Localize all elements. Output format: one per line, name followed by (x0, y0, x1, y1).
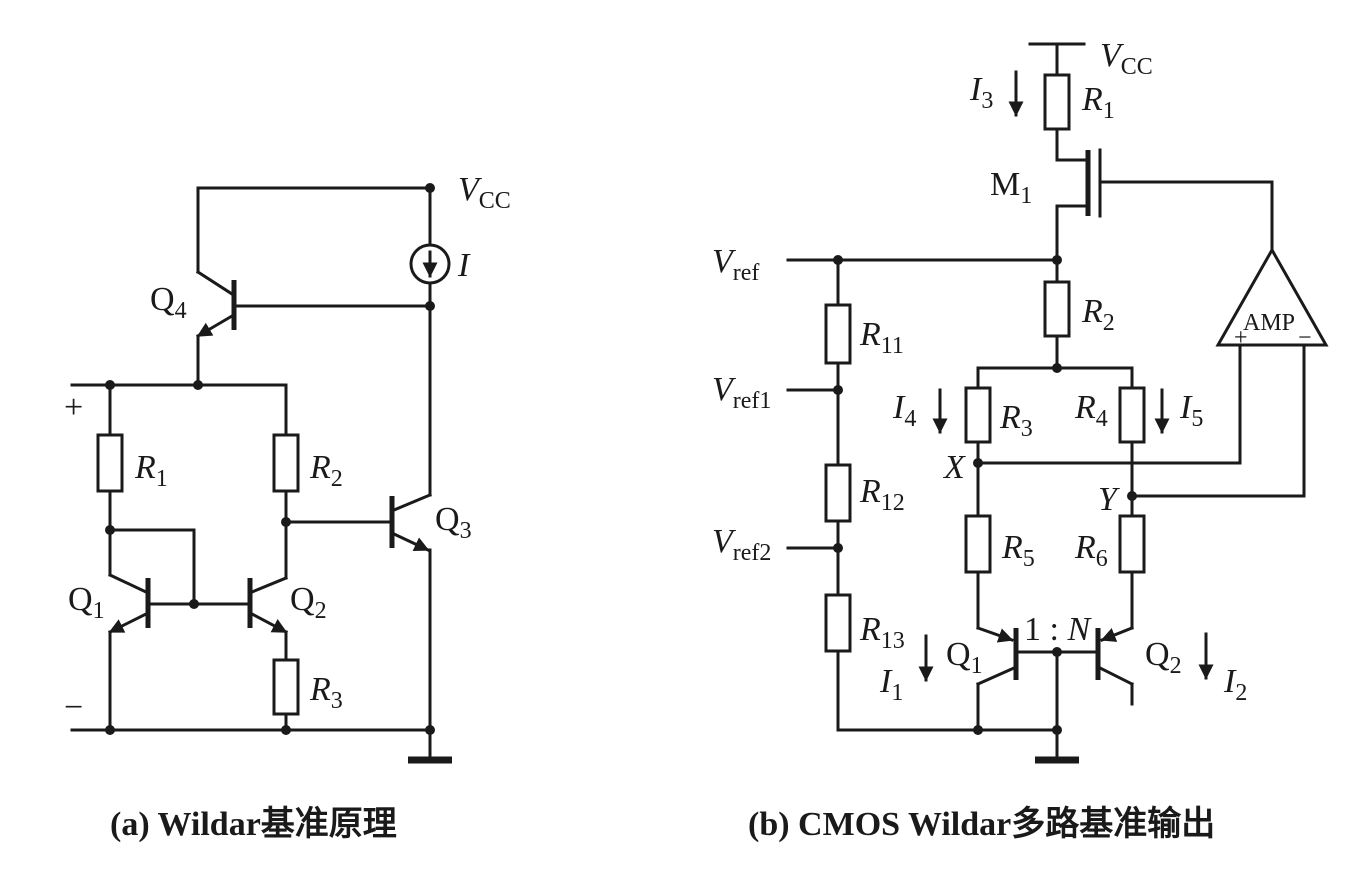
r4-label: R4 (1074, 389, 1108, 432)
amp-triangle (1215, 246, 1329, 347)
q3-collector (392, 493, 432, 512)
amp-label: AMP (1243, 310, 1295, 336)
plus-label: + (64, 389, 83, 426)
r2-label: R2 (309, 449, 343, 492)
r13-label: R13 (859, 611, 905, 654)
q3-label: Q3 (435, 501, 472, 544)
vref2-label: Vref2 (712, 523, 771, 566)
r3-label: R3 (999, 399, 1033, 442)
r1-label: R1 (134, 449, 168, 492)
junction-dot (105, 725, 115, 735)
q3-emitter (392, 532, 430, 552)
vref-label: Vref (712, 243, 759, 286)
current-source-label: I (457, 247, 471, 284)
node-y-label: Y (1098, 481, 1120, 518)
r1-resistor (96, 433, 124, 493)
junction-dot (193, 380, 203, 390)
ratio-label: 1 : N (1024, 611, 1092, 648)
r2-label: R2 (1081, 293, 1115, 336)
m1-label: M1 (990, 166, 1032, 209)
i1-label: I1 (879, 663, 903, 706)
junction-dot (189, 599, 199, 609)
caption-b: (b) CMOS Wildar多路基准输出 (748, 805, 1215, 843)
r5-resistor (964, 514, 992, 574)
diagram-b-cmos-wildar: VCC I3 R1 M1 Vref R2 R11 (712, 37, 1329, 843)
q1-collector (108, 573, 148, 594)
r2-resistor (1043, 280, 1071, 338)
q1b-label: Q1 (946, 636, 983, 679)
r3-resistor (964, 386, 992, 444)
r6-resistor (1118, 514, 1146, 574)
q2-label: Q2 (290, 581, 327, 624)
amp-plus-label: + (1234, 325, 1248, 351)
i2-label: I2 (1223, 663, 1247, 706)
r4-resistor (1118, 386, 1146, 444)
junction-dot (973, 725, 983, 735)
node-x-label: X (942, 449, 966, 486)
q1-label: Q1 (68, 581, 105, 624)
r6-label: R6 (1074, 529, 1108, 572)
r3-resistor (272, 658, 300, 716)
q1b-emitter (976, 626, 1014, 643)
node-x-dot (973, 458, 983, 468)
q1-emitter (107, 611, 149, 635)
q2b-label: Q2 (1145, 636, 1182, 679)
r2-resistor (272, 433, 300, 493)
r5-label: R5 (1001, 529, 1035, 572)
r1-resistor (1043, 73, 1071, 131)
q2-collector (250, 576, 288, 594)
junction-dot (281, 725, 291, 735)
r12-label: R12 (859, 473, 905, 516)
r3-label: R3 (309, 671, 343, 714)
caption-a: (a) Wildar基准原理 (110, 805, 397, 843)
q4-label: Q4 (150, 281, 187, 324)
q2-emitter (249, 611, 289, 635)
junction-dot (833, 543, 843, 553)
r13-resistor (824, 593, 852, 653)
junction-dot (833, 385, 843, 395)
i4-label: I4 (892, 389, 916, 432)
r1-label: R1 (1081, 81, 1115, 124)
q1b-collector (976, 666, 1016, 686)
diagram-a-wildar: VCC I Q4 + R1 R2 (64, 171, 511, 843)
q2b-collector (1097, 665, 1135, 687)
amp-minus-label: − (1298, 325, 1312, 351)
q2b-emitter (1100, 626, 1134, 642)
node-y-dot (1127, 491, 1137, 501)
r11-resistor (824, 303, 852, 365)
r11-label: R11 (859, 316, 904, 359)
vcc-label: VCC (1100, 37, 1153, 80)
r12-resistor (824, 463, 852, 523)
q4-collector (195, 269, 235, 297)
q4-emitter (195, 313, 235, 339)
vcc-label: VCC (458, 171, 511, 214)
minus-label: − (64, 689, 83, 726)
vref1-label: Vref1 (712, 371, 771, 414)
i5-label: I5 (1179, 389, 1203, 432)
i3-label: I3 (969, 71, 993, 114)
